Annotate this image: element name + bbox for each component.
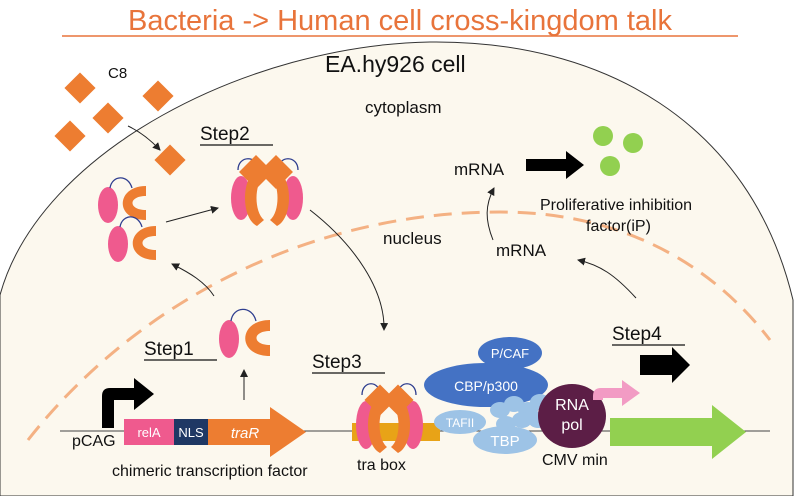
pcag-promoter-arrow: [102, 378, 154, 428]
cmv-min-label: CMV min: [542, 452, 608, 469]
ip-protein: [600, 156, 620, 176]
nucleus-boundary: [26, 210, 772, 441]
diagram-title: Bacteria -> Human cell cross-kingdom tal…: [128, 5, 672, 37]
cbp-p300-protein: [424, 363, 548, 407]
c8-label: C8: [108, 65, 127, 82]
export-arrow: [486, 187, 495, 241]
tbp-protein: [473, 426, 537, 454]
ip-protein: [623, 133, 643, 153]
tbp-label: TBP: [490, 433, 519, 450]
rela-domain: [283, 176, 303, 220]
trar-segment-label: traR: [231, 425, 260, 442]
ip-gene-arrow: [610, 405, 746, 459]
cell-label: EA.hy926 cell: [325, 51, 466, 77]
c8-diamond: [64, 72, 96, 104]
rela-domain: [108, 226, 128, 262]
rela-segment: [124, 419, 174, 445]
rna-polymerase: [538, 384, 606, 448]
rela-domain: [231, 176, 251, 220]
c8-diamond: [54, 120, 86, 152]
binding-arrow: [165, 205, 219, 223]
translocation-arrow: [309, 209, 389, 331]
cytoplasm-label: cytoplasm: [365, 98, 442, 117]
c8-entry-arrow: [127, 125, 161, 151]
tafii-protein: [434, 410, 486, 434]
taf-subunit: [512, 412, 532, 428]
step2-label: Step2: [200, 124, 250, 145]
nls-segment: [174, 419, 208, 445]
nucleus-label: nucleus: [383, 229, 442, 248]
c8-diamond: [92, 102, 124, 134]
ip-label-line1: Proliferative inhibition: [540, 197, 692, 214]
step3-label: Step3: [312, 352, 362, 373]
cell-membrane: [0, 41, 794, 496]
trar-domain: [391, 396, 410, 453]
rela-domain: [219, 320, 239, 358]
cbp-p300-label: CBP/p300: [454, 378, 518, 394]
transcription-start-arrow: [593, 380, 640, 406]
linker: [119, 216, 143, 228]
trar-segment-arrow: [208, 407, 306, 457]
tafii-label: TAFII: [446, 416, 474, 430]
pcag-label: pCAG: [72, 433, 116, 450]
trar-dimer-on-dna: [356, 383, 423, 453]
rela-segment-label: relA: [137, 425, 160, 440]
trar-domain: [132, 226, 156, 260]
mrna-cytoplasm-label: mRNA: [454, 160, 505, 179]
ip-protein: [593, 126, 613, 146]
trar-monomer: [219, 308, 270, 358]
ip-proteins: [593, 126, 643, 176]
trar-domain: [368, 396, 387, 453]
rna-pol-label-line1: RNA: [555, 397, 589, 414]
pcaf-protein: [478, 337, 542, 369]
trar-domain: [245, 170, 264, 226]
linker: [109, 177, 133, 189]
pcaf-label: P/CAF: [491, 346, 529, 361]
c8-bound: [382, 384, 414, 416]
trar-domain: [245, 320, 270, 356]
expression-arrow: [171, 263, 215, 297]
translation-ip-arrow: [526, 151, 584, 179]
nls-segment-label: NLS: [178, 425, 204, 440]
trar-domain: [122, 186, 146, 220]
c8-bound: [364, 384, 396, 416]
rna-pol-label-line2: pol: [561, 417, 582, 434]
trar-domain: [270, 170, 289, 226]
c8-diamond: [142, 80, 174, 112]
step4-label: Step4: [612, 324, 662, 345]
step4-arrow: [640, 347, 690, 383]
transcript-arrow: [577, 257, 637, 299]
rela-domain: [98, 187, 118, 223]
step1-label: Step1: [144, 339, 194, 360]
chimeric-tf-label: chimeric transcription factor: [112, 463, 308, 480]
mrna-nuclear-label: mRNA: [496, 241, 547, 260]
tra-box-label: tra box: [357, 457, 406, 474]
linker: [230, 308, 257, 322]
ip-label-line2: factor(iP): [586, 218, 651, 235]
trar-pair-unbound: [98, 177, 156, 262]
c8-diamond: [154, 144, 186, 176]
